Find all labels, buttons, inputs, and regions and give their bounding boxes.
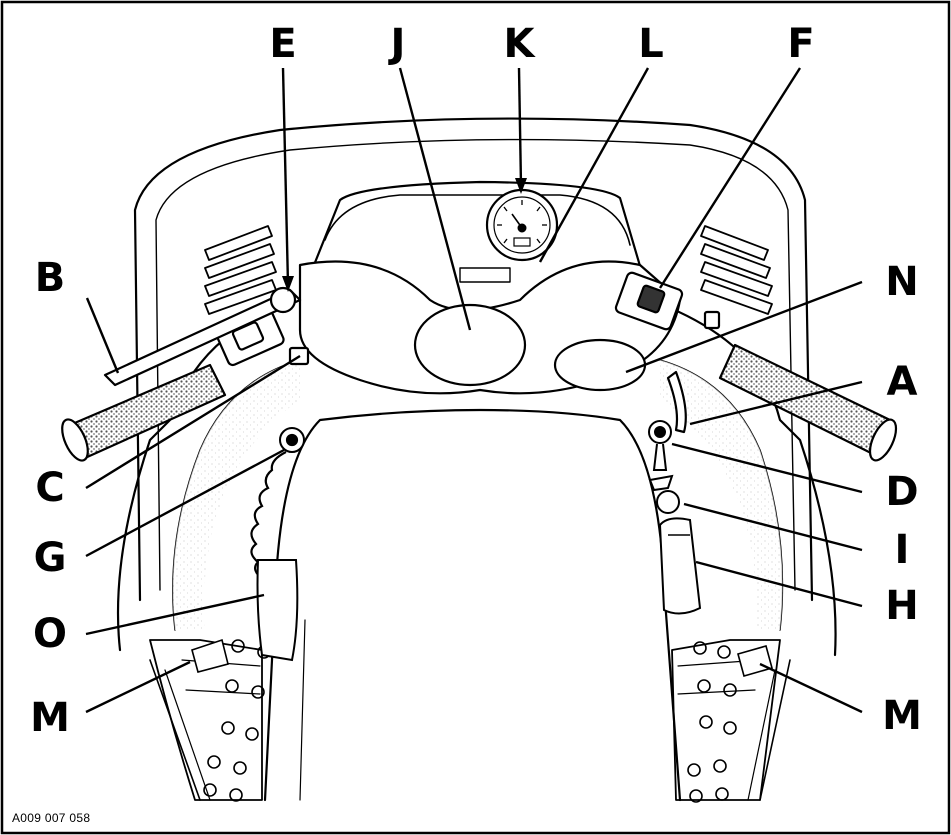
callout-d: D [885, 469, 918, 515]
callout-o: O [33, 611, 67, 657]
callout-c: C [35, 465, 64, 511]
callout-j: J [388, 21, 406, 67]
callout-e: E [269, 21, 296, 67]
seat-outline [265, 410, 680, 800]
storage-compartment [258, 560, 298, 660]
ignition-key-icon [654, 444, 666, 470]
choke-knob [657, 491, 679, 513]
callout-k: K [504, 21, 537, 67]
handlebar [57, 262, 901, 465]
callout-h: H [885, 583, 918, 629]
callout-i: I [895, 527, 910, 573]
callout-n: N [885, 259, 918, 305]
right-vent [701, 226, 772, 314]
callout-g: G [34, 535, 67, 581]
starter-handle [660, 518, 700, 613]
callout-l: L [638, 21, 664, 67]
right-heel-plate [738, 646, 772, 676]
left-heel-plate [192, 640, 228, 672]
callout-a: A [887, 359, 918, 405]
callout-b: B [35, 255, 66, 301]
right-footrest-holes [688, 642, 736, 802]
center-pad [415, 305, 525, 385]
callout-m-left: M [30, 695, 70, 741]
right-hub [555, 340, 645, 390]
indicator-panel [460, 268, 510, 282]
figure-reference-code: A009 007 058 [12, 811, 90, 825]
callout-f: F [787, 21, 814, 67]
light-switch [271, 288, 295, 312]
ignition-switch [649, 421, 672, 490]
callout-m-right: M [882, 693, 922, 739]
